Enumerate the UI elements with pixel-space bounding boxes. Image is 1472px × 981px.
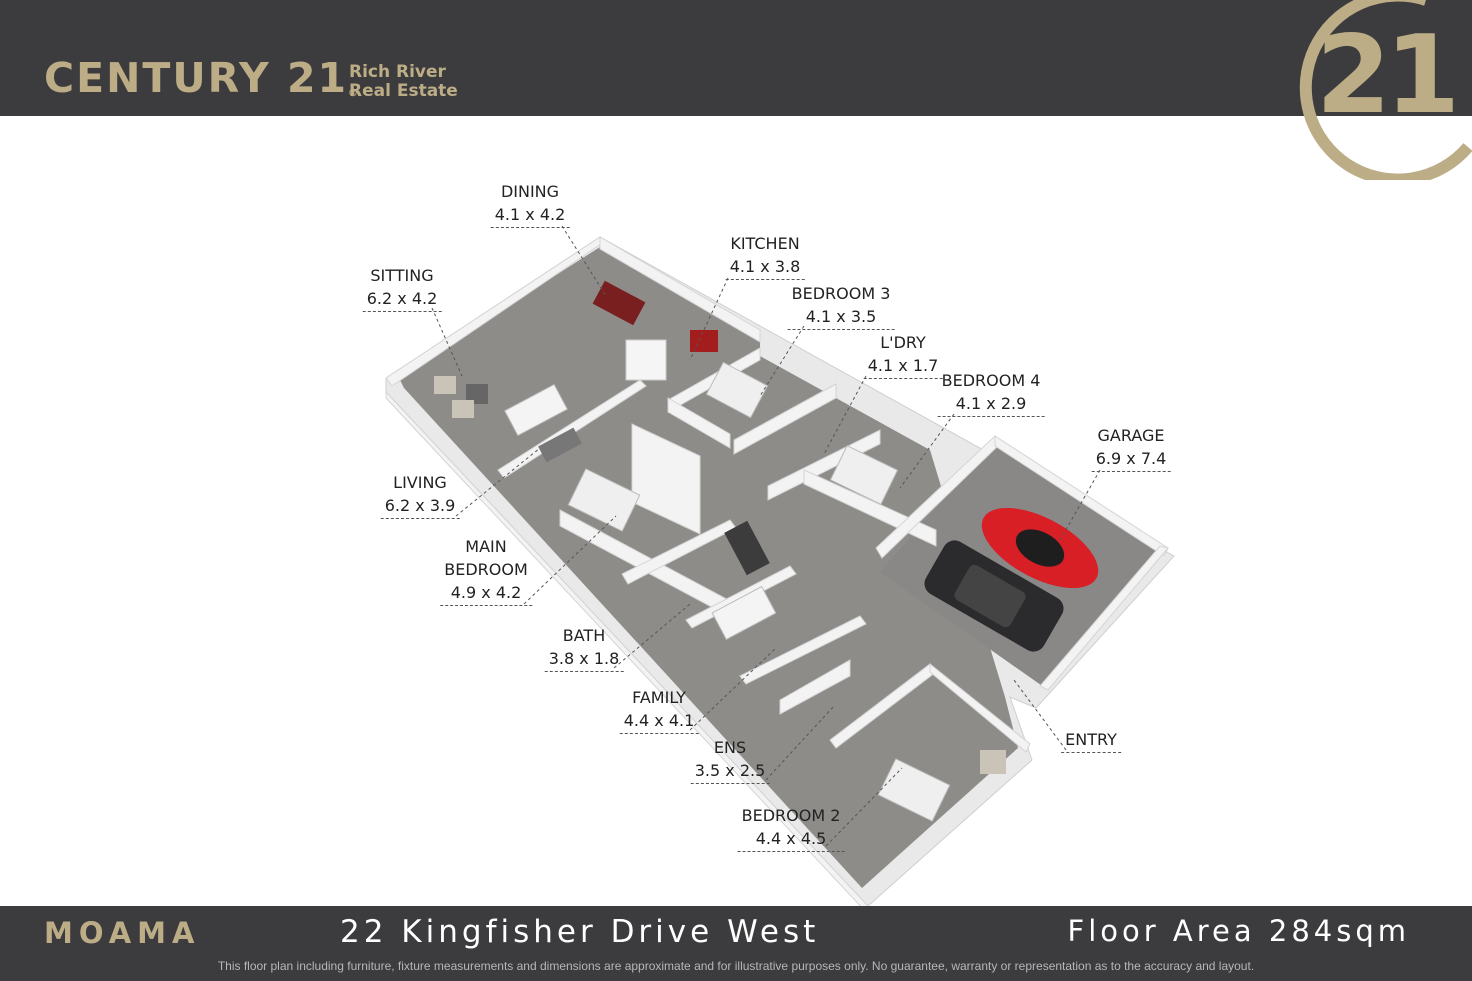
wall-family-south [739,615,867,685]
wall-bedroom2-east [929,662,1031,753]
label-living: LIVING 6.2 x 3.9 [380,471,460,519]
wall-north [599,236,761,343]
room-name: SITTING [370,266,434,285]
wall-garage-east [1039,545,1169,691]
wall-kitchen-south [667,397,731,449]
floor-area: Floor Area 284sqm [1067,914,1410,948]
family-sofa [711,585,777,641]
leader-entry [1013,679,1067,751]
room-dims: 4.4 x 4.5 [755,829,827,848]
kitchen-bench [625,339,667,381]
room-name: FAMILY [632,688,686,707]
room-name: BEDROOM 3 [791,284,891,303]
room-dims: 6.9 x 7.4 [1095,449,1167,468]
room-name: BATH [562,626,606,645]
label-leaders [431,225,1101,847]
leader-sitting [431,307,463,377]
room-name: ENS [713,738,747,757]
wall-south-edge [385,390,869,906]
label-garage: GARAGE 6.9 x 7.4 [1091,424,1171,472]
label-bedroom4: BEDROOM 4 4.1 x 2.9 [937,369,1045,417]
sitting-chair-2 [452,400,474,418]
brand-name: CENTURY 21 [44,54,349,102]
room-dims: 4.9 x 4.2 [450,583,522,602]
bedroom3-bed [705,361,769,419]
label-kitchen: KITCHEN 4.1 x 3.8 [725,232,805,280]
black-suv-roof [954,564,1026,628]
brand-reg-mark: ® [348,88,359,99]
room-dims: 6.2 x 3.9 [384,496,456,515]
bedroom2-armchair [980,750,1006,774]
property-address: 22 Kingfisher Drive West [340,914,820,950]
room-dims: 6.2 x 4.2 [366,289,438,308]
main-bed [567,468,641,532]
brand-office-line2: Real Estate [349,81,458,101]
sitting-chair-1 [434,376,456,394]
living-sofa [504,383,568,437]
label-bedroom3: BEDROOM 3 4.1 x 3.5 [787,282,895,330]
wall-garage-north [994,435,1169,557]
dining-table [592,280,646,326]
suburb-name: MOAMA [44,916,201,950]
seal-arc [1299,0,1472,180]
brand-office-line1: Rich River [349,62,446,82]
room-name-line2: BEDROOM [444,560,528,579]
century21-seal-logo: 21 [1299,0,1472,180]
furniture [434,280,1006,822]
room-name: GARAGE [1097,426,1165,445]
label-bedroom2: BEDROOM 2 4.4 x 4.5 [737,804,845,852]
room-name: KITCHEN [730,234,800,253]
leader-ens [765,705,835,781]
room-dims: 3.5 x 2.5 [694,761,766,780]
room-name: BEDROOM 4 [941,371,1041,390]
room-dims: 3.8 x 1.8 [548,649,620,668]
room-dims: 4.1 x 3.8 [729,257,801,276]
wall-bed3-ldry [733,383,837,455]
room-dims: 4.1 x 2.9 [955,394,1027,413]
disclaimer-text: This floor plan including furniture, fix… [217,959,1255,973]
leader-ldry [823,375,867,455]
room-name: MAIN [465,537,507,556]
label-sitting: SITTING 6.2 x 4.2 [362,264,442,312]
kitchen-cabinet [690,330,718,352]
bedroom2-bed [877,758,951,822]
brand-logo-text: CENTURY 21® [44,58,358,99]
leader-garage [1059,469,1101,541]
leader-dining [561,225,607,297]
leader-bedroom3 [759,325,805,397]
header-bar: CENTURY 21® Rich River Real Estate [0,0,1472,116]
label-entry: ENTRY [1061,728,1121,753]
room-name: L'DRY [880,333,926,352]
brand-office: Rich River Real Estate [349,63,458,101]
living-ottoman [538,427,582,463]
room-name: BEDROOM 2 [741,806,841,825]
room-dims: 4.1 x 1.7 [867,356,939,375]
label-dining: DINING 4.1 x 4.2 [490,180,570,228]
wall-main-bed-east [631,423,701,535]
room-name: ENTRY [1065,730,1117,749]
leader-family [689,647,777,731]
label-ldry: L'DRY 4.1 x 1.7 [863,331,943,379]
room-dims: 4.1 x 3.5 [805,307,877,326]
bedroom4-bed [829,444,899,506]
wall-ens-north [779,659,851,715]
leader-bath [613,603,691,669]
room-name: DINING [500,182,560,201]
floor-plan-3d [385,225,1175,906]
room-dims: 4.1 x 4.2 [494,205,566,224]
room-name: LIVING [393,473,447,492]
leader-bedroom2 [825,767,903,847]
label-main-bedroom: MAIN BEDROOM 4.9 x 4.2 [440,535,532,606]
bath-shower [724,520,770,576]
red-car-roof [1015,529,1065,567]
label-family: FAMILY 4.4 x 4.1 [619,686,699,734]
footer-bar: MOAMA 22 Kingfisher Drive West Floor Are… [0,906,1472,981]
room-dims: 4.4 x 4.1 [623,711,695,730]
seal-number: 21 [1316,13,1454,138]
leader-living [455,447,541,517]
sitting-table [466,384,488,404]
label-bath: BATH 3.8 x 1.8 [544,624,624,672]
garage-cars [924,507,1099,652]
label-ens: ENS 3.5 x 2.5 [690,736,770,784]
